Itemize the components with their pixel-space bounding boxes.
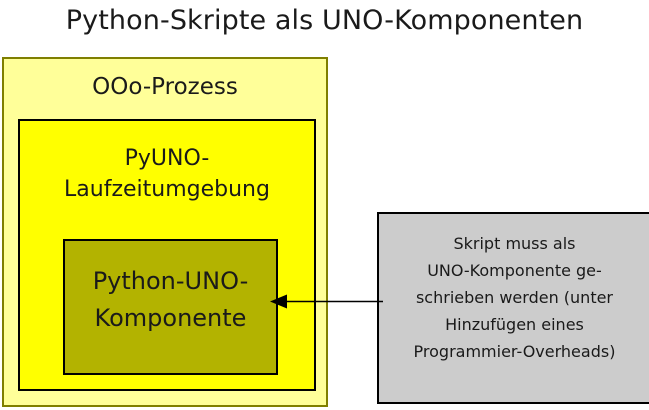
note-text: Skript muss als UNO-Komponente ge- schri…: [385, 230, 644, 365]
ooo-process-label: OOo-Prozess: [92, 74, 238, 100]
page-title: Python-Skripte als UNO-Komponenten: [65, 5, 584, 36]
ooo-process-box: OOo-Prozess PyUNO- Laufzeitumgebung Pyth…: [2, 57, 328, 407]
note-line: Skript muss als: [453, 234, 576, 253]
pyuno-runtime-box: PyUNO- Laufzeitumgebung Python-UNO- Komp…: [18, 119, 316, 391]
python-uno-component-box: Python-UNO- Komponente: [63, 239, 278, 375]
note-line: Programmier-Overheads): [413, 342, 616, 361]
note-line: schrieben werden (unter: [415, 288, 614, 307]
note-box: Skript muss als UNO-Komponente ge- schri…: [377, 212, 649, 404]
note-line: UNO-Komponente ge-: [427, 261, 602, 280]
note-line: Hinzufügen eines: [445, 315, 584, 334]
python-uno-component-label: Python-UNO- Komponente: [65, 263, 276, 337]
pyuno-runtime-label: PyUNO- Laufzeitumgebung: [20, 143, 314, 205]
pyuno-runtime-label-line-2: Laufzeitumgebung: [64, 177, 270, 202]
python-uno-component-label-line-2: Komponente: [94, 304, 247, 332]
python-uno-component-label-line-1: Python-UNO-: [92, 267, 249, 295]
pyuno-runtime-label-line-1: PyUNO-: [124, 146, 210, 171]
arrow-note-to-component-icon: [270, 294, 383, 309]
